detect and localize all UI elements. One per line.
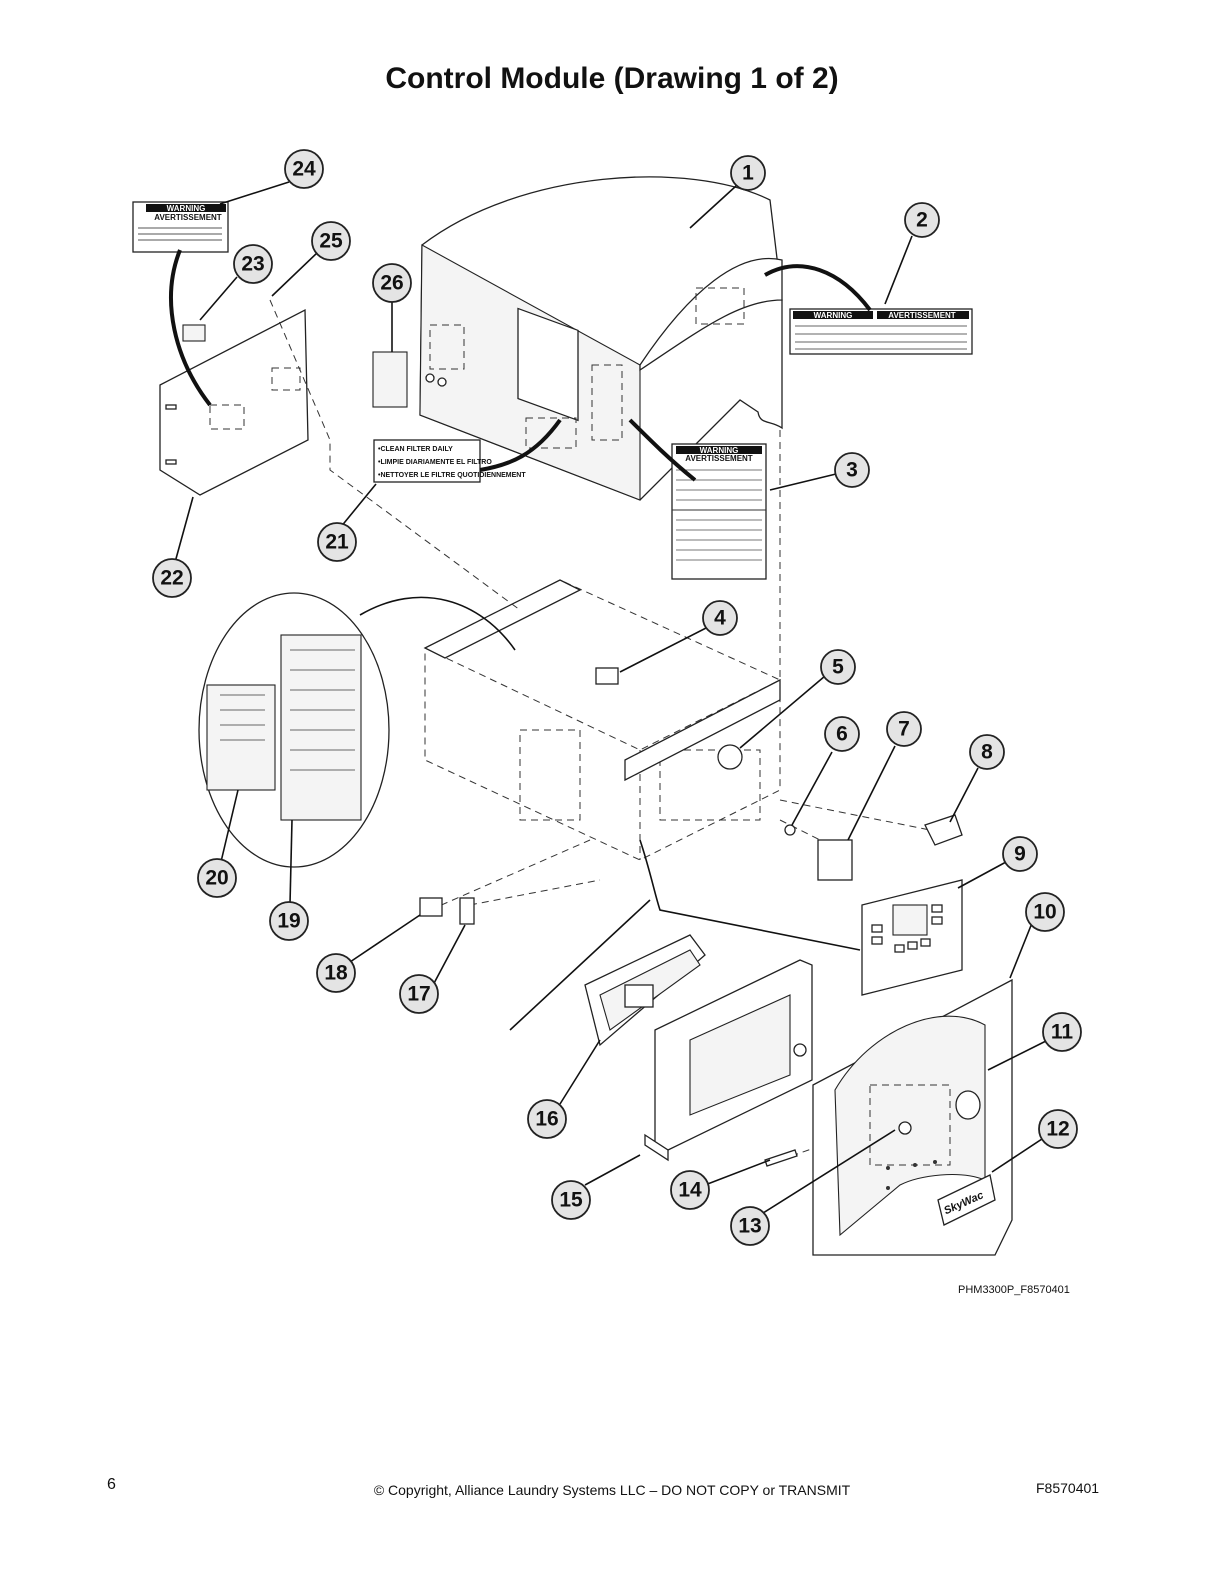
warning-label-2: WARNING AVERTISSEMENT — [789, 308, 973, 355]
callout-25: 25 — [311, 221, 351, 261]
callout-number: 24 — [292, 158, 316, 181]
drawing-id: PHM3300P_F8570401 — [958, 1284, 1070, 1296]
document-id: F8570401 — [1036, 1480, 1100, 1496]
page-number: 6 — [107, 1476, 116, 1493]
callout-number: 23 — [241, 253, 264, 276]
callout-14: 14 — [670, 1170, 710, 1210]
callout-number: 16 — [535, 1108, 558, 1131]
warning-text: WARNING — [167, 204, 206, 213]
callout-7: 7 — [886, 711, 922, 747]
avertissement-text: AVERTISSEMENT — [154, 213, 222, 222]
callout-8: 8 — [969, 734, 1005, 770]
fastener-13 — [898, 1121, 912, 1135]
wiring-diagram-20 — [206, 684, 276, 791]
callout-number: 25 — [319, 230, 343, 253]
component-5 — [717, 744, 743, 770]
callout-9: 9 — [1002, 836, 1038, 872]
warning-label-3: WARNING AVERTISSEMENT — [671, 443, 767, 580]
avertissement-text-2: AVERTISSEMENT — [888, 311, 956, 320]
callout-16: 16 — [527, 1099, 567, 1139]
callout-2: 2 — [904, 202, 940, 238]
callout-5: 5 — [820, 649, 856, 685]
keypad-overlay-9 — [861, 879, 963, 996]
callout-1: 1 — [730, 155, 766, 191]
screw-14 — [764, 1149, 798, 1167]
callout-24: 24 — [284, 149, 324, 189]
callout-number: 14 — [678, 1179, 702, 1202]
callout-11: 11 — [1042, 1012, 1082, 1052]
callout-18: 18 — [316, 953, 356, 993]
callout-number: 4 — [714, 607, 726, 630]
copyright-notice: © Copyright, Alliance Laundry Systems LL… — [373, 1482, 851, 1498]
callout-19: 19 — [269, 901, 309, 941]
callout-number: 7 — [898, 718, 910, 741]
rocker-switch-18 — [419, 897, 443, 917]
side-panel — [159, 308, 309, 496]
callout-number: 13 — [738, 1215, 761, 1238]
label-26 — [372, 351, 408, 408]
callout-21: 21 — [317, 522, 357, 562]
callout-number: 11 — [1051, 1021, 1074, 1044]
callout-number: 19 — [277, 910, 300, 933]
callout-number: 8 — [981, 741, 993, 764]
callout-number: 18 — [324, 962, 348, 985]
switch-plate-17 — [459, 897, 475, 925]
callout-13: 13 — [730, 1206, 770, 1246]
cabinet-cover — [419, 176, 783, 501]
wiring-diagram-19 — [280, 634, 362, 821]
filter-label-21: •CLEAN FILTER DAILY •LIMPIE DIARIAMENTE … — [373, 439, 526, 483]
callout-23: 23 — [233, 244, 273, 284]
warning-text-3: WARNING — [700, 446, 739, 455]
callout-20: 20 — [197, 858, 237, 898]
control-board-16 — [584, 934, 706, 1047]
callout-4: 4 — [702, 600, 738, 636]
harness-lines — [169, 249, 872, 1031]
callout-number: 21 — [325, 531, 349, 554]
callout-number: 3 — [846, 459, 858, 482]
filter-line-2: •LIMPIE DIARIAMENTE EL FILTRO — [378, 459, 492, 466]
chassis-frame — [423, 579, 781, 861]
callout-number: 26 — [380, 272, 403, 295]
warning-text-2: WARNING — [814, 311, 853, 320]
callout-15: 15 — [551, 1180, 591, 1220]
callout-22: 22 — [152, 558, 192, 598]
callout-number: 2 — [916, 209, 928, 232]
callout-3: 3 — [834, 452, 870, 488]
callout-6: 6 — [824, 716, 860, 752]
callout-17: 17 — [399, 974, 439, 1014]
component-7 — [817, 839, 853, 881]
callout-number: 17 — [407, 983, 430, 1006]
wiring-diagram-detail — [198, 592, 516, 868]
callout-number: 15 — [559, 1189, 583, 1212]
callout-number: 22 — [160, 567, 183, 590]
page-title: Control Module (Drawing 1 of 2) — [385, 62, 839, 95]
callout-10: 10 — [1025, 892, 1065, 932]
avertissement-text-3: AVERTISSEMENT — [685, 454, 753, 463]
warning-label-24: WARNING AVERTISSEMENT — [132, 201, 229, 253]
filter-line-1: •CLEAN FILTER DAILY — [378, 446, 453, 453]
callout-number: 1 — [742, 162, 754, 185]
callout-26: 26 — [372, 263, 412, 303]
component-4 — [595, 667, 619, 685]
callout-number: 6 — [836, 723, 848, 746]
callout-number: 20 — [205, 867, 228, 890]
callout-number: 12 — [1046, 1118, 1069, 1141]
front-panel-10: SkyWac — [812, 978, 1013, 1256]
component-8 — [924, 814, 963, 846]
callout-number: 5 — [832, 656, 844, 679]
leader-lines — [173, 181, 1049, 1216]
callout-number: 9 — [1014, 843, 1026, 866]
callout-number: 10 — [1033, 901, 1056, 924]
mounting-bracket-15 — [644, 959, 813, 1162]
filter-line-3: •NETTOYER LE FILTRE QUOTIDIENNEMENT — [378, 472, 526, 479]
component-6 — [784, 824, 796, 836]
callout-12: 12 — [1038, 1109, 1078, 1149]
